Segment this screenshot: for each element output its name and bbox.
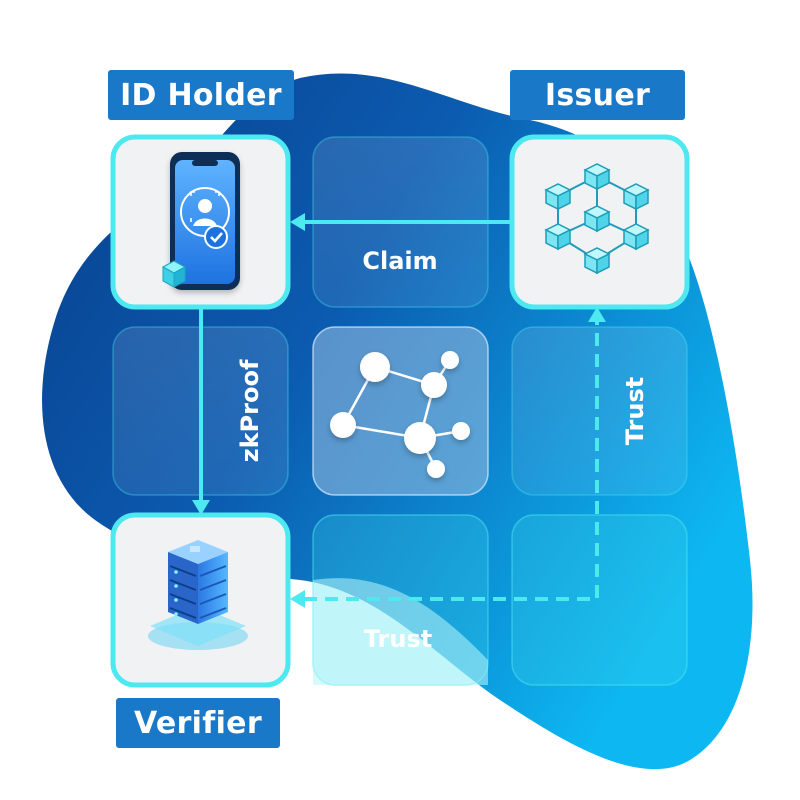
- graph-node: [452, 422, 470, 440]
- graph-node: [360, 352, 390, 382]
- small-cube-icon: [161, 260, 187, 288]
- trust-dashed-arrow: [290, 307, 606, 608]
- claim-arrow: [290, 213, 512, 231]
- tile-highlight: [313, 578, 488, 685]
- graph-node: [441, 351, 459, 369]
- tile-center: [312, 326, 489, 496]
- graph-node: [404, 422, 436, 454]
- tile-bottom-right: [511, 514, 688, 686]
- trust-horizontal-label: Trust: [364, 625, 432, 653]
- blockchain-node-cubes: [544, 163, 650, 275]
- tile-middle-right: [511, 326, 688, 496]
- server-stack-icon: [148, 540, 248, 650]
- graph-node: [330, 412, 356, 438]
- network-graph-icon: [330, 351, 470, 478]
- smartphone-face-id-icon: [170, 152, 240, 290]
- zkproof-arrow: [192, 307, 210, 515]
- claim-label: Claim: [362, 247, 437, 275]
- issuer-label: Issuer: [510, 70, 685, 120]
- holder-label: ID Holder: [108, 70, 294, 120]
- zkproof-label: zkProof: [236, 359, 264, 462]
- graph-node: [427, 460, 445, 478]
- verifier-label: Verifier: [116, 698, 280, 748]
- trust-vertical-label: Trust: [621, 377, 649, 445]
- graph-node: [421, 372, 447, 398]
